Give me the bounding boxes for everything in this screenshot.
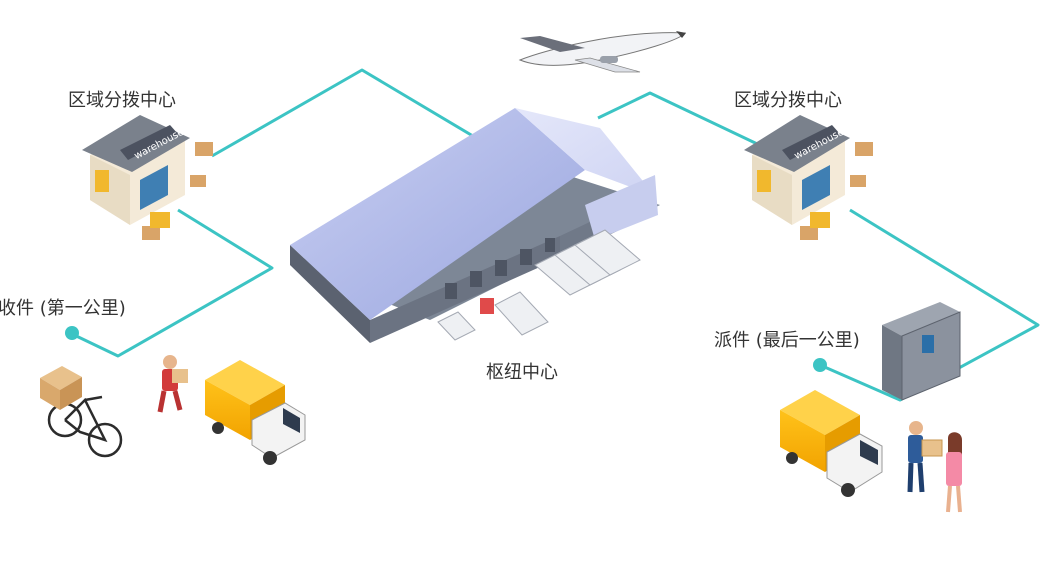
first-mile-node-dot: [65, 326, 79, 340]
route-right-warehouse-to-last-mile: [819, 208, 1040, 402]
first-mile-label: 收件 (第一公里): [0, 298, 126, 319]
courier-person-left: [157, 355, 188, 413]
bicycle-icon: [47, 395, 123, 458]
parcel-box-icon: [40, 366, 82, 410]
regional-center-label-right: 区域分拨中心: [734, 90, 842, 111]
delivery-truck-right: [780, 390, 883, 497]
regional-warehouse-right: [744, 115, 873, 240]
regional-center-label-left: 区域分拨中心: [68, 90, 176, 111]
delivery-truck-left: [205, 360, 306, 465]
parcel-locker-icon: [882, 302, 961, 401]
courier-person-right: [907, 421, 925, 493]
last-mile-node-dot: [813, 358, 827, 372]
trailers: [494, 229, 641, 336]
last-mile-label: 派件 (最后一公里): [714, 330, 860, 351]
route-left-warehouse-to-first-mile: [69, 208, 274, 358]
route-left-regional-to-hub: [211, 68, 489, 158]
recipient-person: [946, 432, 962, 513]
route-hub-to-right-regional: [597, 91, 771, 152]
route-lines: [69, 68, 1040, 402]
handoff-parcel-icon: [921, 439, 943, 457]
hub-center-building: [290, 108, 660, 343]
airplane-icon: [518, 31, 686, 73]
hub-center-label: 枢纽中心: [486, 362, 558, 383]
regional-warehouse-left: [82, 115, 213, 240]
